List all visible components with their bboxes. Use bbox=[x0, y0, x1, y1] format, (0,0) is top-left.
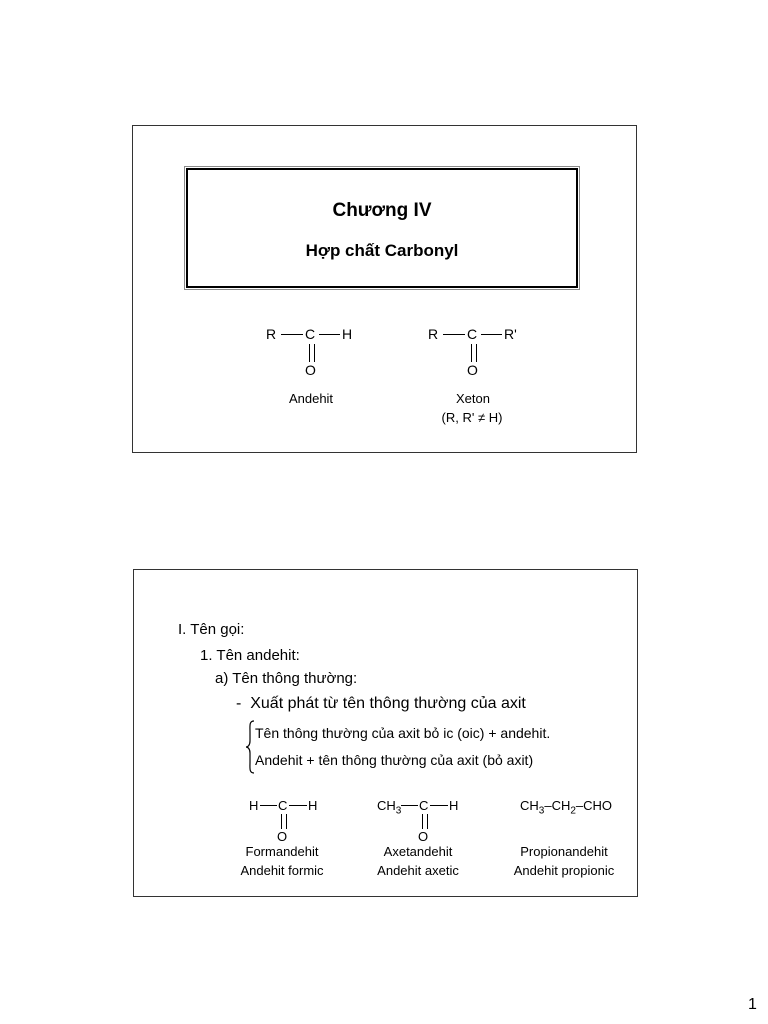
subscript: 3 bbox=[395, 805, 402, 817]
formula-text: CH bbox=[520, 798, 539, 813]
structure-name: Axetandehit bbox=[383, 844, 453, 859]
single-bond bbox=[430, 805, 448, 806]
atom-o: O bbox=[277, 829, 288, 844]
slide-2: I. Tên gọi: 1. Tên andehit: a) Tên thông… bbox=[133, 569, 638, 897]
left-brace bbox=[245, 720, 255, 774]
single-bond bbox=[281, 334, 303, 335]
structure-label: Andehit bbox=[288, 391, 334, 406]
single-bond bbox=[319, 334, 340, 335]
rule-line-2: Andehit + tên thông thường của axit (bỏ … bbox=[255, 752, 534, 768]
subscript: 3 bbox=[538, 805, 545, 817]
atom-r-prime: R' bbox=[504, 326, 517, 342]
subscript: 2 bbox=[570, 805, 576, 817]
atom-h: H bbox=[249, 798, 259, 813]
heading-thong-thuong: a) Tên thông thường: bbox=[215, 670, 358, 687]
title-box: Chương IV Hợp chất Carbonyl bbox=[184, 166, 580, 290]
formula-text: –CH bbox=[544, 798, 571, 813]
slide-subtitle: Hợp chất Carbonyl bbox=[305, 241, 459, 260]
atom-o: O bbox=[467, 362, 478, 378]
single-bond bbox=[481, 334, 502, 335]
structure-label: Xeton bbox=[456, 391, 490, 406]
atom-o: O bbox=[305, 362, 316, 378]
heading-ten-goi: I. Tên gọi: bbox=[178, 621, 245, 638]
single-bond bbox=[443, 334, 465, 335]
atom-c: C bbox=[305, 326, 316, 342]
structure-note: (R, R' ≠ H) bbox=[441, 410, 503, 425]
double-bond bbox=[309, 344, 315, 362]
atom-r: R bbox=[428, 326, 439, 342]
structure-name: Propionandehit bbox=[520, 844, 608, 859]
single-bond bbox=[289, 805, 307, 806]
atom-h: H bbox=[308, 798, 318, 813]
atom-o: O bbox=[418, 829, 429, 844]
atom-h: H bbox=[449, 798, 459, 813]
structure-alt-name: Andehit formic bbox=[240, 863, 324, 878]
structure-name: Formandehit bbox=[245, 844, 319, 859]
atom-h: H bbox=[342, 326, 353, 342]
atom-ch3: CH3 bbox=[377, 798, 401, 817]
single-bond bbox=[260, 805, 277, 806]
structure-alt-name: Andehit propionic bbox=[513, 863, 615, 878]
heading-ten-andehit: 1. Tên andehit: bbox=[200, 647, 300, 664]
slide-title: Chương IV bbox=[332, 200, 432, 221]
atom-text: CH bbox=[377, 798, 396, 813]
double-bond bbox=[471, 344, 477, 362]
single-bond bbox=[401, 805, 418, 806]
double-bond bbox=[422, 814, 428, 829]
page-number: 1 bbox=[748, 996, 757, 1013]
atom-r: R bbox=[266, 326, 277, 342]
double-bond bbox=[281, 814, 287, 829]
structure-alt-name: Andehit axetic bbox=[377, 863, 459, 878]
formula-text: –CHO bbox=[575, 798, 613, 813]
atom-c: C bbox=[419, 798, 429, 813]
formula-ch3ch2cho: CH3–CH2–CHO bbox=[520, 798, 613, 817]
rule-line-1: Tên thông thường của axit bỏ ic (oic) + … bbox=[255, 725, 551, 741]
bullet-xuat-phat: - Xuất phát từ tên thông thường của axit bbox=[236, 695, 526, 712]
atom-c: C bbox=[278, 798, 288, 813]
atom-c: C bbox=[467, 326, 478, 342]
slide-1: Chương IV Hợp chất Carbonyl R C H O Ande… bbox=[132, 125, 637, 453]
